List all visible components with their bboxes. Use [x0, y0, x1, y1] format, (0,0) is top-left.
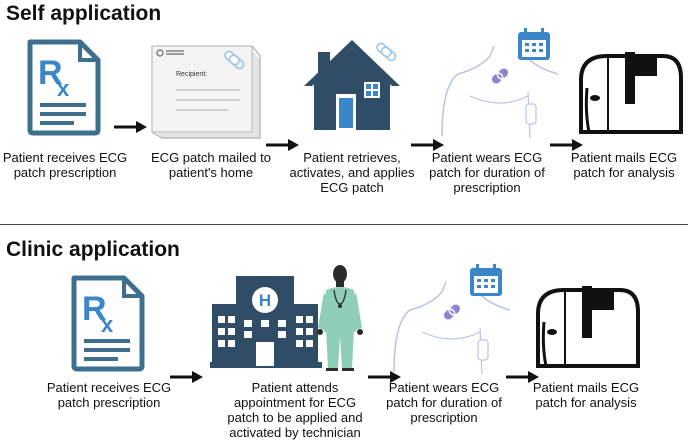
arrow-icon: [368, 371, 401, 383]
clinic-step-3-label: Patient wears ECG patch for duration of …: [386, 380, 502, 425]
arrow-icon: [550, 139, 583, 151]
self-step-5-label: Patient mails ECG patch for analysis: [570, 150, 678, 180]
clinic-step-4-label: Patient mails ECG patch for analysis: [532, 380, 640, 410]
arrow-icon: [114, 121, 147, 133]
calendar-icon: [470, 264, 502, 296]
envelope-recipient-label: Recipient:: [176, 71, 207, 78]
self-step-1-label: Patient receives ECG patch prescription: [2, 150, 128, 180]
house-icon: [304, 40, 400, 130]
self-application-title: Self application: [6, 2, 162, 25]
prescription-icon: R x: [71, 275, 145, 372]
hospital-with-technician-icon: H: [210, 265, 363, 371]
mailed-package-icon: Recipient:: [151, 45, 261, 139]
hospital-icon: H: [210, 276, 322, 368]
technician-icon: [317, 265, 363, 371]
torso-with-patch-icon: [441, 28, 558, 138]
clinic-step-1-label: Patient receives ECG patch prescription: [46, 380, 172, 410]
arrow-icon: [266, 139, 299, 151]
clinic-step-2-label: Patient attends appointment for ECG patc…: [227, 380, 363, 440]
svg-text:x: x: [101, 312, 114, 337]
self-step-3-label: Patient retrieves, activates, and applie…: [289, 150, 415, 195]
clinic-application-title: Clinic application: [6, 238, 180, 261]
svg-text:x: x: [57, 76, 70, 101]
mailbox-icon: [579, 52, 683, 134]
arrow-icon: [506, 371, 539, 383]
section-divider: [0, 224, 688, 225]
svg-text:R: R: [82, 290, 107, 328]
arrow-icon: [170, 371, 203, 383]
torso-with-patch-icon: [393, 264, 510, 374]
mailbox-icon: [536, 286, 640, 368]
self-step-2-label: ECG patch mailed to patient's home: [151, 150, 271, 180]
svg-text:R: R: [38, 54, 63, 92]
arrow-icon: [411, 139, 444, 151]
hospital-letter: H: [259, 291, 271, 310]
calendar-icon: [518, 28, 550, 60]
self-step-4-label: Patient wears ECG patch for duration of …: [429, 150, 545, 195]
prescription-icon: R x: [27, 39, 101, 136]
